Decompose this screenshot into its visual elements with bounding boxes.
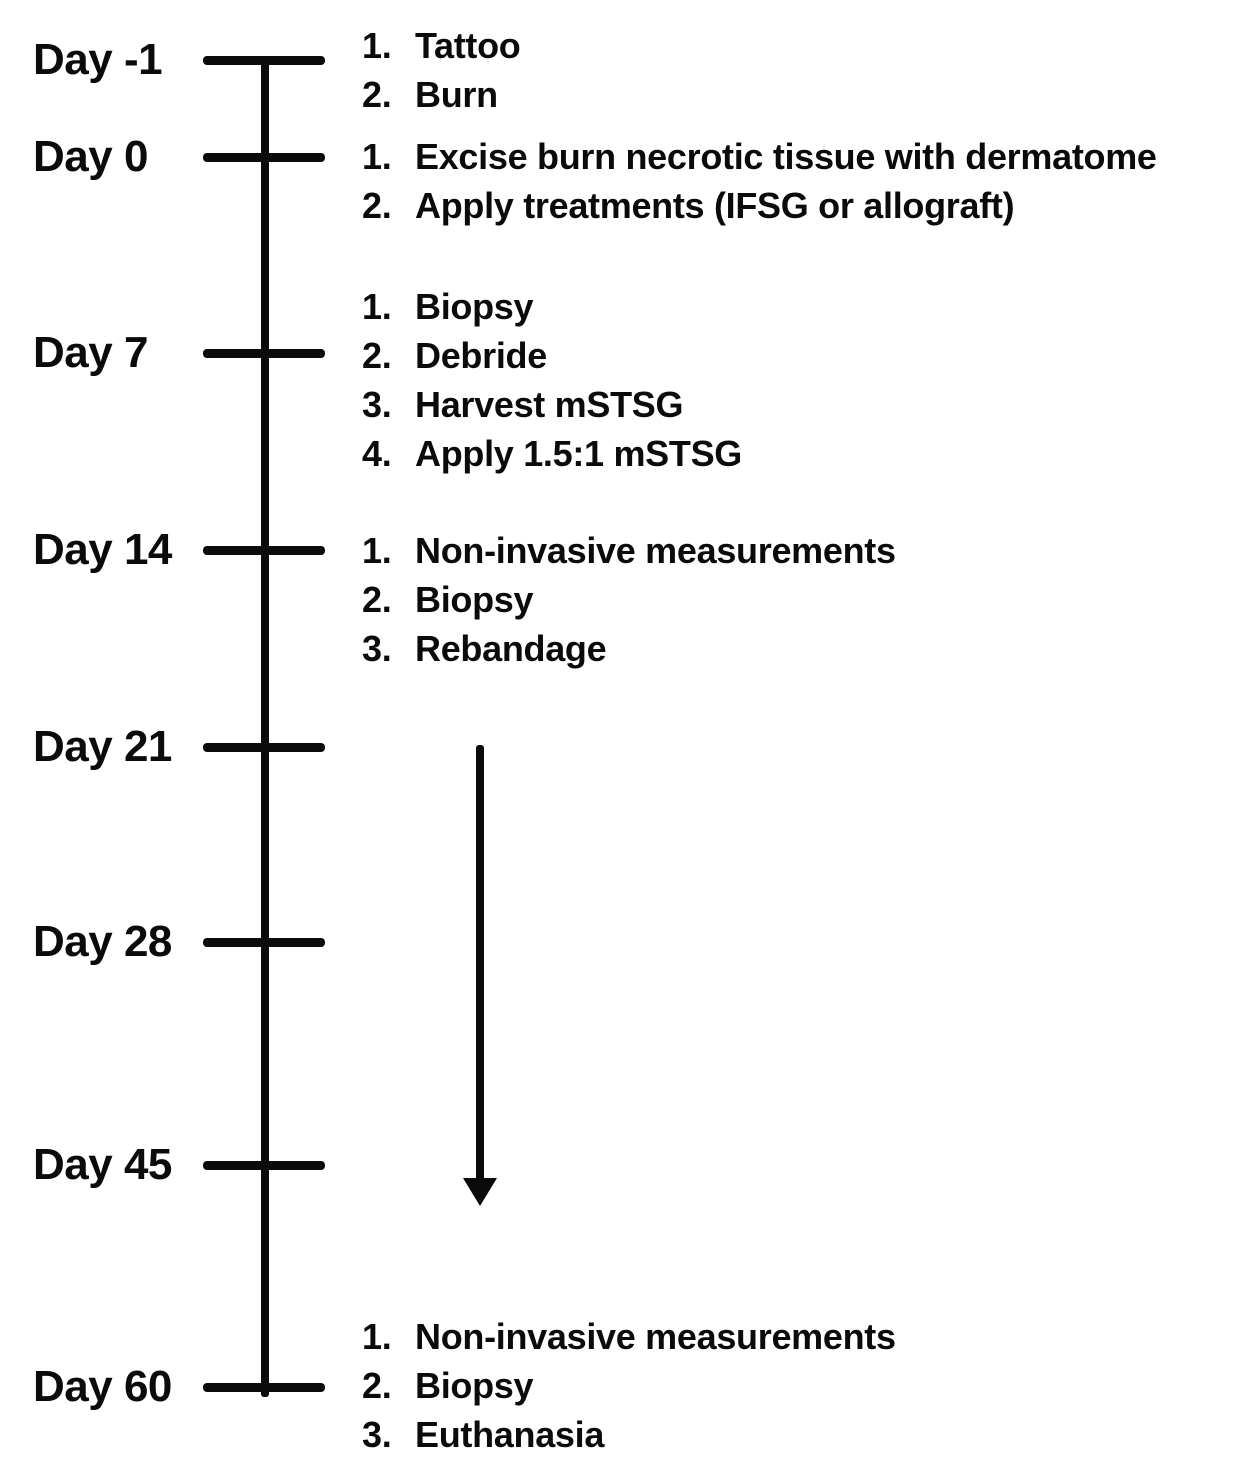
day-label-60: Day 60 (33, 1362, 172, 1411)
tick-day-0 (203, 153, 325, 162)
event-number: 2. (362, 335, 392, 376)
day-label-28: Day 28 (33, 917, 172, 966)
event-item: 1. Non-invasive measurements (362, 1312, 896, 1361)
event-item: 2. Burn (362, 70, 521, 119)
event-text: Biopsy (415, 579, 534, 620)
tick-day-7 (203, 349, 325, 358)
event-text: Burn (415, 74, 498, 115)
duration-arrow-down-icon (463, 1178, 497, 1206)
day-label-21: Day 21 (33, 722, 172, 771)
day-label-45: Day 45 (33, 1140, 172, 1189)
event-number: 1. (362, 136, 392, 177)
day-label-7: Day 7 (33, 328, 148, 377)
event-text: Tattoo (415, 25, 521, 66)
event-text: Rebandage (415, 628, 607, 669)
event-item: 2. Biopsy (362, 1361, 896, 1410)
event-number: 3. (362, 628, 392, 669)
event-list-day-0: 1. Excise burn necrotic tissue with derm… (362, 132, 1157, 230)
event-number: 1. (362, 1316, 392, 1357)
event-number: 2. (362, 185, 392, 226)
timeline-axis-line (261, 56, 269, 1397)
event-number: 4. (362, 433, 392, 474)
event-item: 1. Excise burn necrotic tissue with derm… (362, 132, 1157, 181)
tick-day-21 (203, 743, 325, 752)
event-list-day-14: 1. Non-invasive measurements 2. Biopsy 3… (362, 526, 896, 673)
event-number: 3. (362, 384, 392, 425)
event-number: 3. (362, 1414, 392, 1455)
event-text: Biopsy (415, 286, 534, 327)
tick-day-14 (203, 546, 325, 555)
event-item: 1. Tattoo (362, 21, 521, 70)
tick-day-45 (203, 1161, 325, 1170)
event-number: 2. (362, 579, 392, 620)
day-label-14: Day 14 (33, 525, 172, 574)
event-text: Apply 1.5:1 mSTSG (415, 433, 742, 474)
tick-day-60 (203, 1383, 325, 1392)
tick-day-minus-1 (203, 56, 325, 65)
event-text: Apply treatments (IFSG or allograft) (415, 185, 1015, 226)
event-list-day-minus-1: 1. Tattoo 2. Burn (362, 21, 521, 119)
tick-day-28 (203, 938, 325, 947)
event-text: Excise burn necrotic tissue with dermato… (415, 136, 1157, 177)
event-item: 4. Apply 1.5:1 mSTSG (362, 429, 742, 478)
day-label-minus-1: Day -1 (33, 35, 163, 84)
event-text: Harvest mSTSG (415, 384, 684, 425)
event-number: 2. (362, 74, 392, 115)
event-item: 3. Harvest mSTSG (362, 380, 742, 429)
event-text: Biopsy (415, 1365, 534, 1406)
event-list-day-60: 1. Non-invasive measurements 2. Biopsy 3… (362, 1312, 896, 1459)
event-text: Non-invasive measurements (415, 1316, 896, 1357)
event-item: 1. Biopsy (362, 282, 742, 331)
event-item: 2. Debride (362, 331, 742, 380)
event-item: 3. Rebandage (362, 624, 896, 673)
event-item: 3. Euthanasia (362, 1410, 896, 1459)
event-number: 1. (362, 25, 392, 66)
event-number: 1. (362, 286, 392, 327)
day-label-0: Day 0 (33, 132, 148, 181)
event-list-day-7: 1. Biopsy 2. Debride 3. Harvest mSTSG 4.… (362, 282, 742, 478)
event-item: 2. Apply treatments (IFSG or allograft) (362, 181, 1157, 230)
event-text: Debride (415, 335, 547, 376)
duration-arrow-shaft (476, 745, 484, 1182)
event-item: 1. Non-invasive measurements (362, 526, 896, 575)
event-number: 1. (362, 530, 392, 571)
event-item: 2. Biopsy (362, 575, 896, 624)
event-text: Non-invasive measurements (415, 530, 896, 571)
event-number: 2. (362, 1365, 392, 1406)
event-text: Euthanasia (415, 1414, 605, 1455)
